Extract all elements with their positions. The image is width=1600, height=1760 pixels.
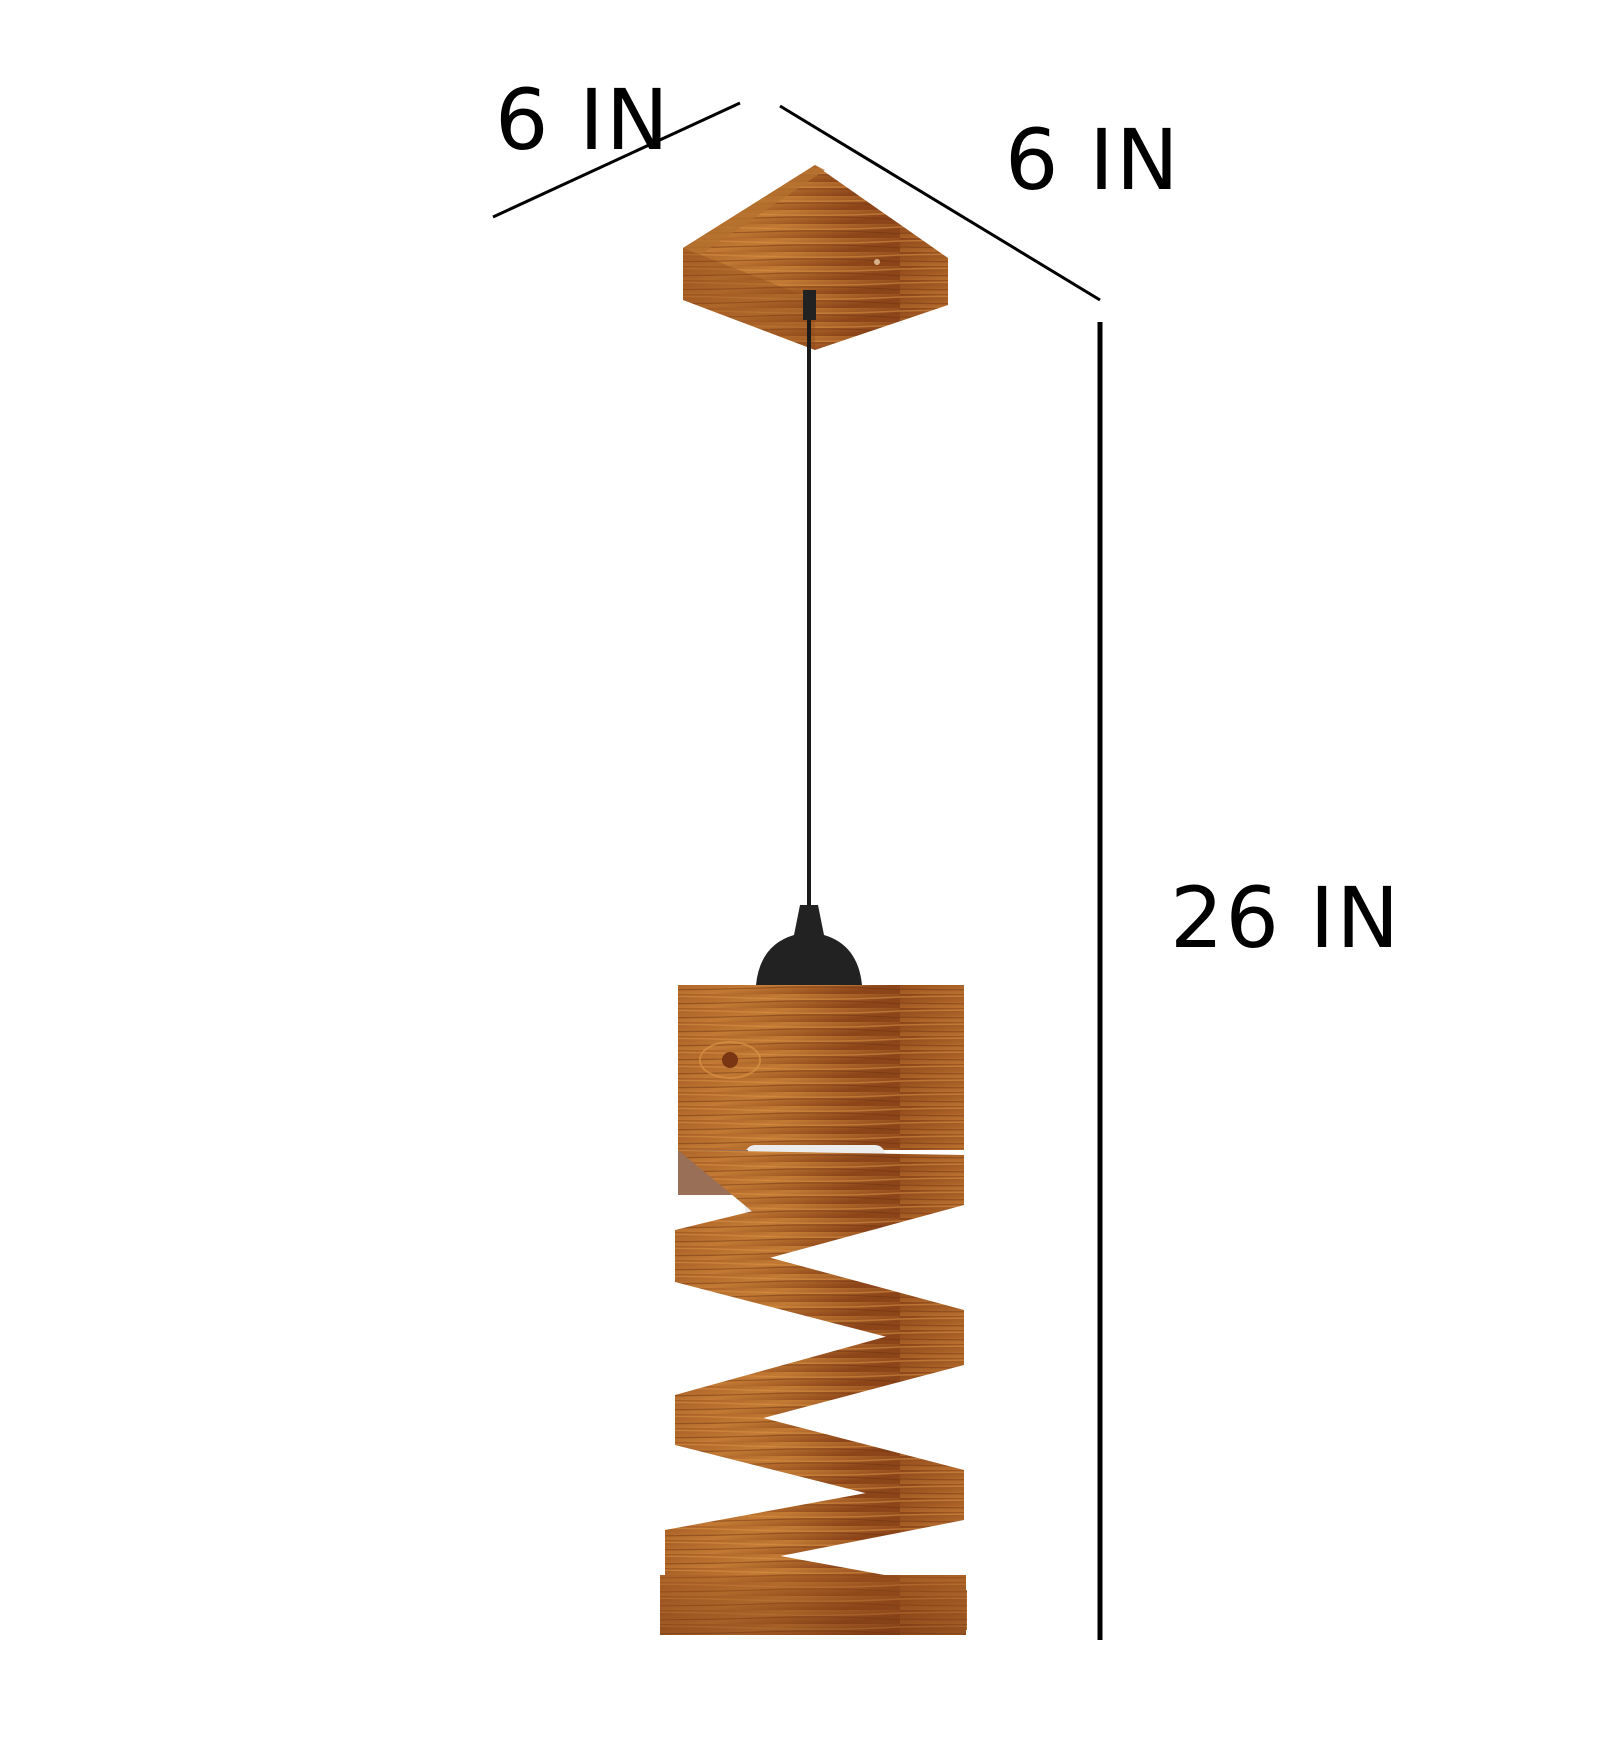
width-dimension-label: 6 IN xyxy=(495,71,671,169)
lamp-shade xyxy=(660,985,967,1635)
height-dimension-label: 26 IN xyxy=(1170,869,1402,967)
dimension-lines xyxy=(492,101,1103,1640)
depth-dimension-label: 6 IN xyxy=(1005,111,1181,209)
depth-dimension-line xyxy=(779,104,1101,302)
wire-and-holder xyxy=(756,290,862,985)
width-dimension-line xyxy=(492,101,741,219)
ceiling-canopy xyxy=(683,165,948,350)
